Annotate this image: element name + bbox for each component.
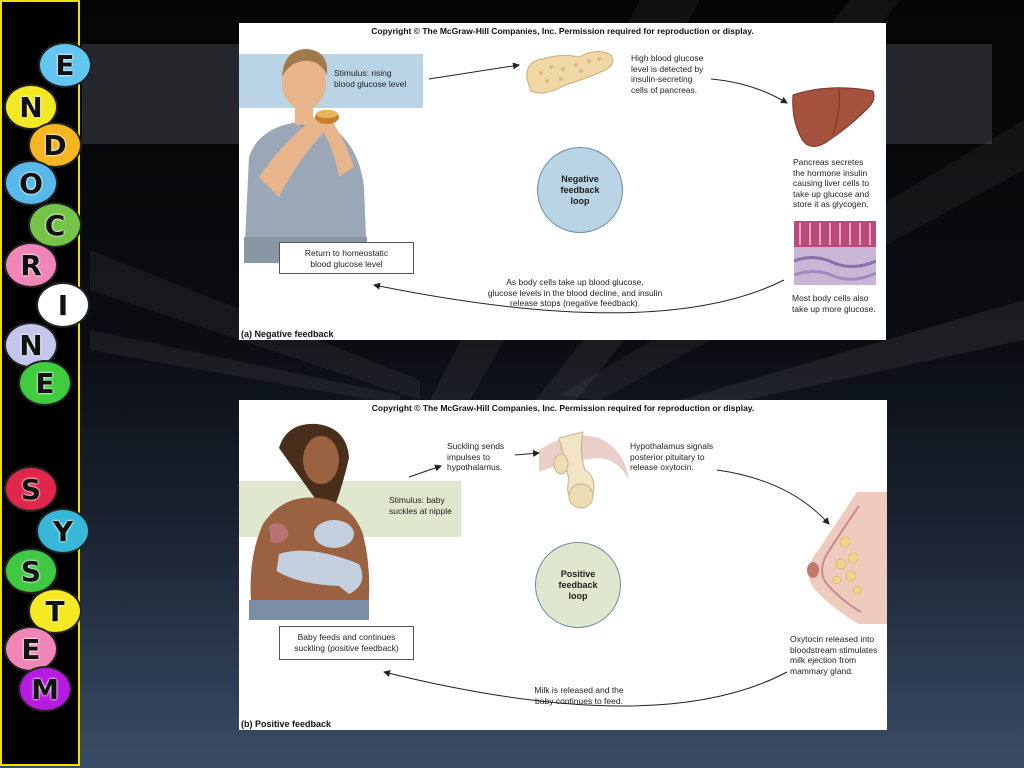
suckling-impulse-text: Suckling sends impulses to hypothalamus.: [447, 441, 505, 472]
mother-nursing-baby-illustration: [249, 423, 370, 620]
negative-feedback-panel: Copyright © The McGraw-Hill Companies, I…: [239, 23, 886, 340]
endocrine-letter-4: O: [4, 160, 58, 206]
liver-illustration: [792, 87, 875, 147]
positive-feedback-loop-circle: Positive feedback loop: [535, 542, 621, 628]
return-to-homeostasis-box: Return to homeostatic blood glucose leve…: [279, 242, 414, 274]
system-letter-2: Y: [36, 508, 90, 554]
system-letter-5: E: [4, 626, 58, 672]
copyright-notice: Copyright © The McGraw-Hill Companies, I…: [371, 403, 755, 413]
body-cells-text: Most body cells also take up more glucos…: [792, 293, 876, 314]
positive-cycle-arrows: [383, 450, 830, 707]
loop-label: Positive feedback loop: [558, 568, 598, 601]
milk-released-text: Milk is released and the baby continues …: [534, 685, 624, 706]
body-cells-illustration: [794, 221, 876, 285]
mammary-gland-illustration: [807, 492, 887, 624]
pituitary-illustration: [539, 431, 629, 509]
system-letter-1: S: [4, 466, 58, 512]
positive-feedback-panel: Copyright © The McGraw-Hill Companies, I…: [239, 400, 887, 730]
system-letter-6: M: [18, 666, 72, 712]
hypothalamus-signal-text: Hypothalamus signals posterior pituitary…: [630, 441, 714, 472]
oxytocin-release-text: Oxytocin released into bloodstream stimu…: [790, 634, 878, 676]
panel-caption: (b) Positive feedback: [241, 719, 332, 729]
copyright-notice: Copyright © The McGraw-Hill Companies, I…: [371, 26, 754, 36]
system-letter-3: S: [4, 548, 58, 594]
loop-label: Negative feedback loop: [560, 173, 600, 206]
endocrine-letter-1: E: [38, 42, 92, 88]
stimulus-box: Stimulus: rising blood glucose level: [239, 54, 423, 108]
endocrine-letter-5: C: [28, 202, 82, 248]
pancreas-detection-text: High blood glucose level is detected by …: [631, 53, 704, 95]
glucose-decline-text: As body cells take up blood glucose, glu…: [487, 277, 663, 308]
endocrine-letter-7: I: [36, 282, 90, 328]
negative-feedback-loop-circle: Negative feedback loop: [537, 147, 623, 233]
panel-caption: (a) Negative feedback: [241, 329, 334, 339]
insulin-secretion-text: Pancreas secretes the hormone insulin ca…: [793, 157, 870, 209]
endocrine-letter-9: E: [18, 360, 72, 406]
endocrine-letter-6: R: [4, 242, 58, 288]
baby-feeds-box: Baby feeds and continues suckling (posit…: [279, 626, 414, 660]
negative-cycle-arrows: [373, 62, 788, 314]
pancreas-illustration: [526, 51, 614, 94]
